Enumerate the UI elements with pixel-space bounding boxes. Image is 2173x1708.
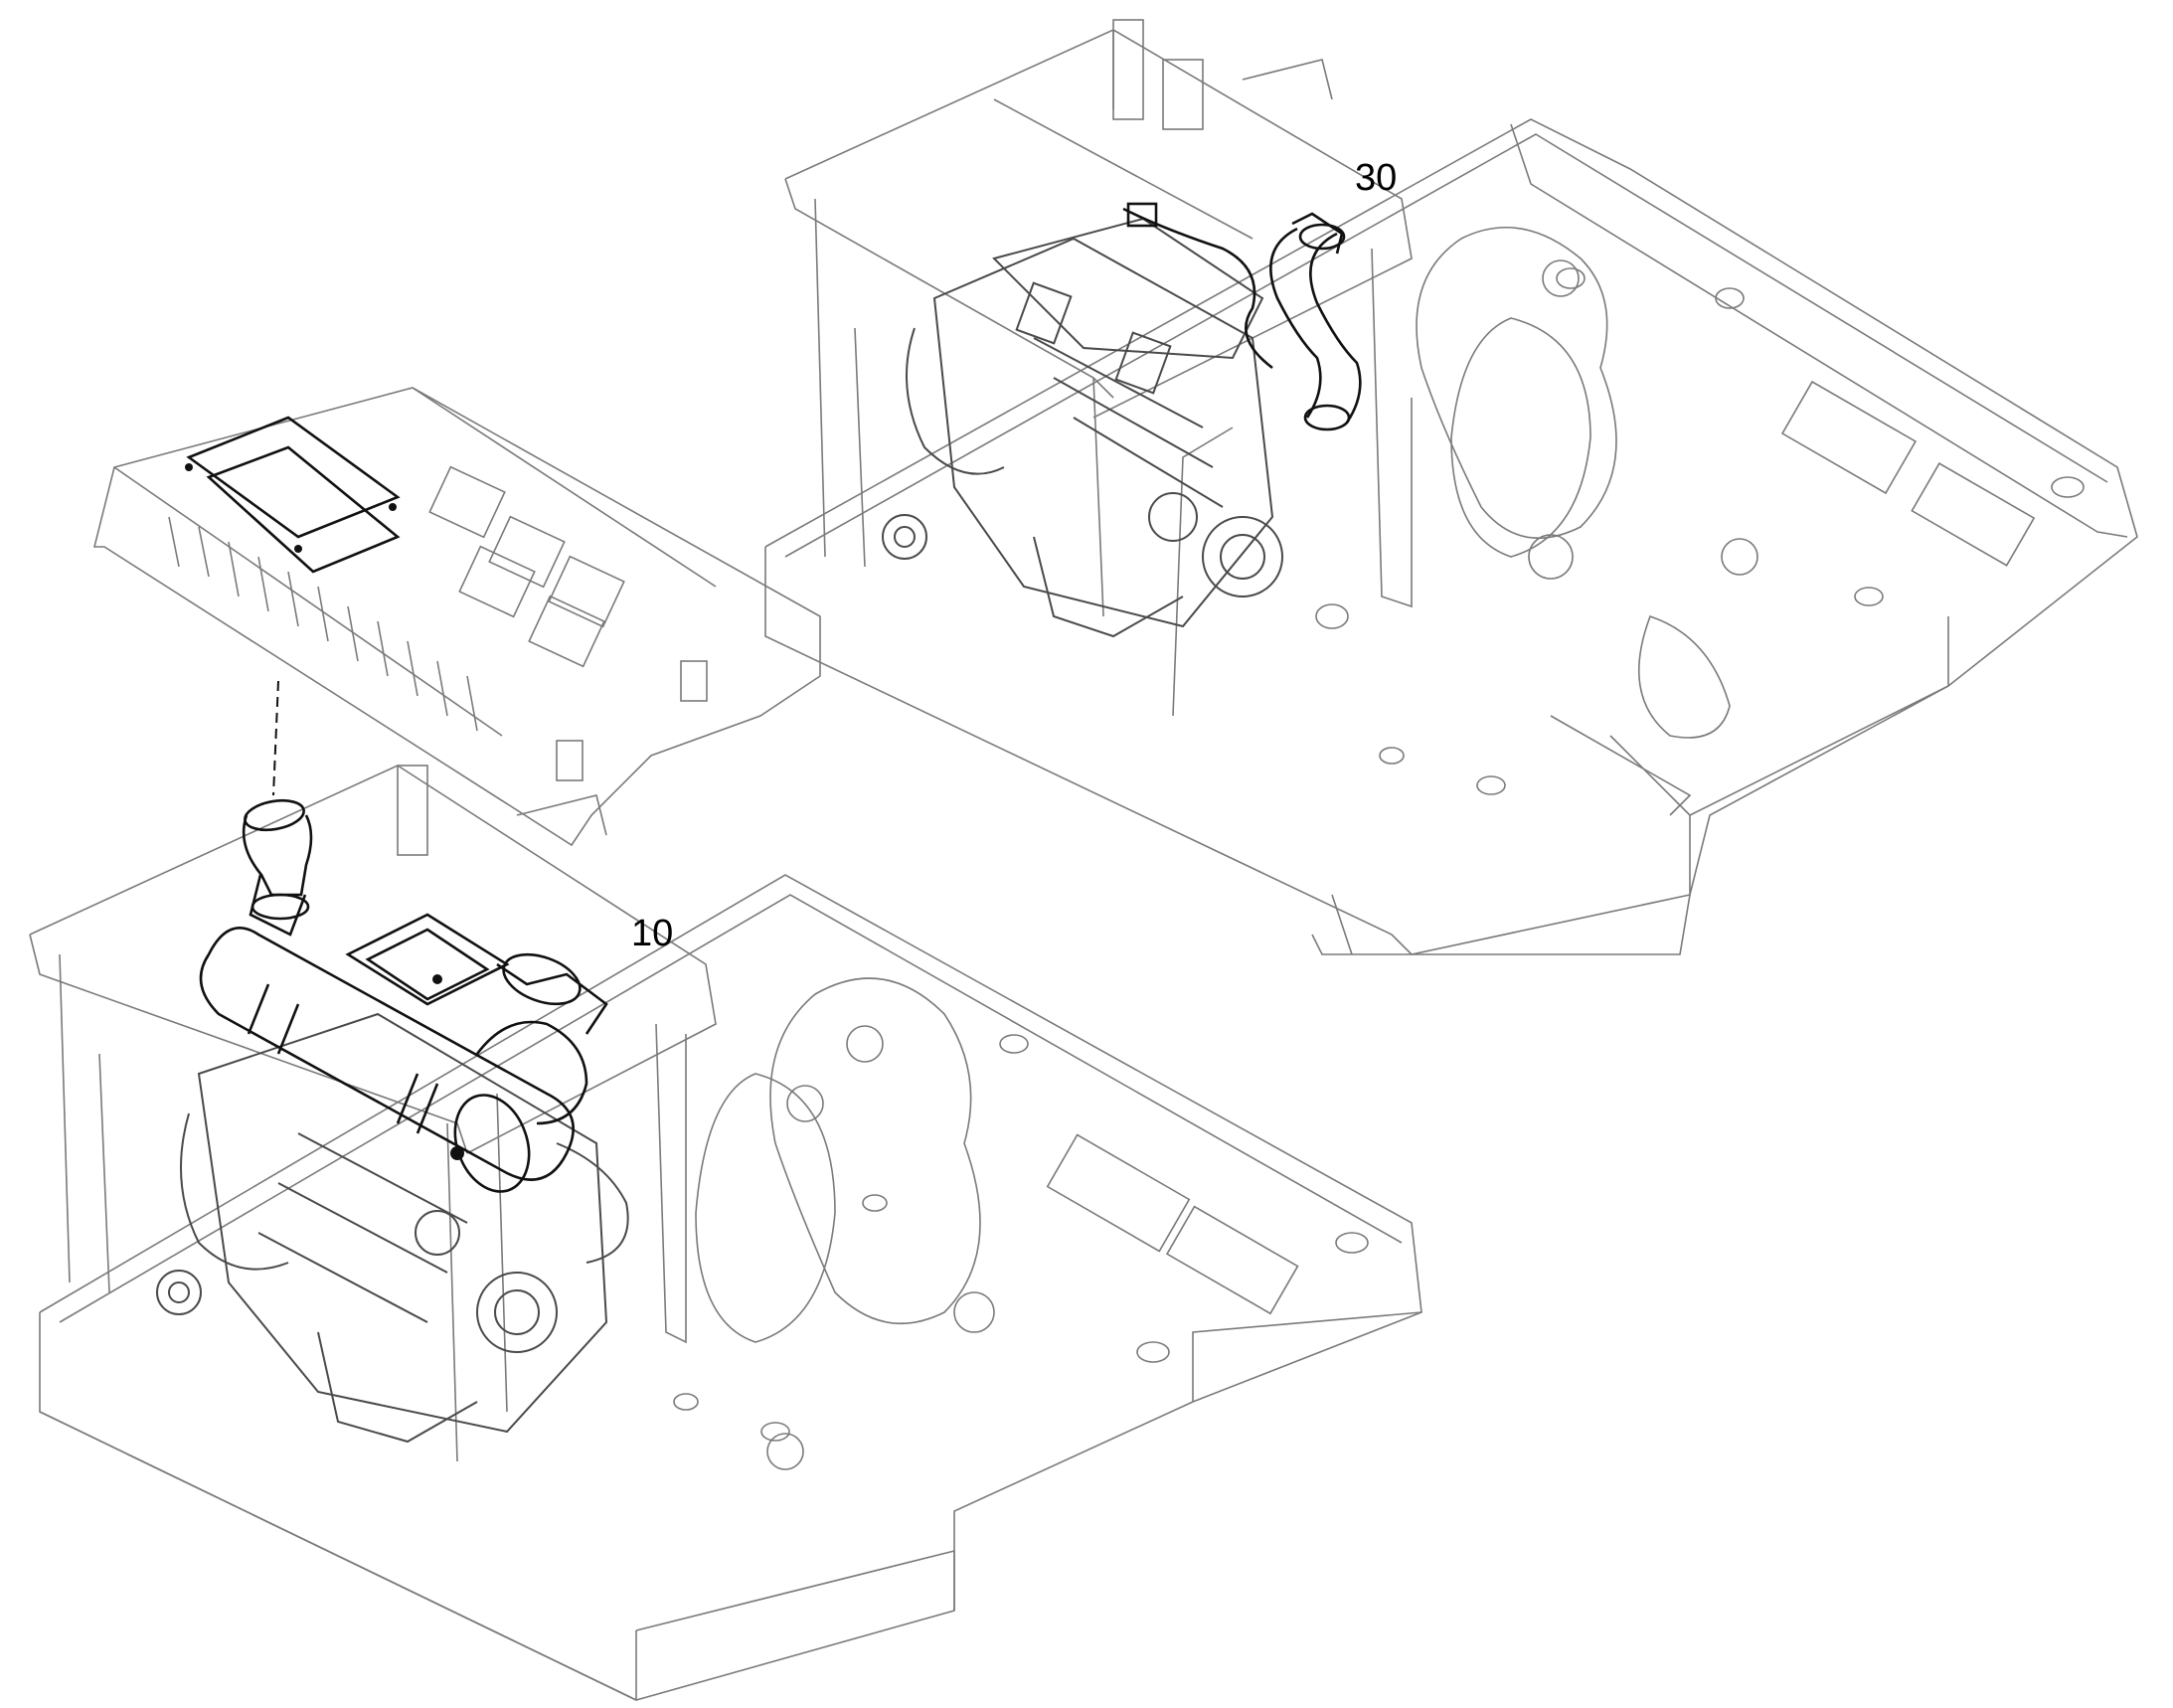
upper-engine-block <box>882 217 1283 638</box>
upper-chassis-frame <box>764 118 2138 955</box>
upper-engine-cage <box>784 19 1413 717</box>
upper-intake-elbow <box>1122 202 1362 431</box>
hood-access-panel <box>185 416 401 574</box>
lower-exhaust-elbow <box>242 798 313 937</box>
lower-engine-block <box>156 1012 629 1444</box>
callout-label-10: 10 <box>631 913 674 954</box>
lower-muffler-assembly <box>199 913 608 1193</box>
lower-chassis-frame <box>39 874 1422 1701</box>
upper-assembly <box>764 19 2138 955</box>
engine-hood-cover <box>92 387 821 847</box>
hood-vent-slots <box>168 516 478 732</box>
callout-label-30: 30 <box>1355 157 1398 199</box>
lower-engine-cage <box>29 765 717 1462</box>
assembly-leader-line <box>272 680 279 796</box>
lower-boom-mount <box>695 977 995 1470</box>
lower-assembly <box>29 765 1422 1701</box>
upper-boom-mount <box>1416 227 1758 739</box>
